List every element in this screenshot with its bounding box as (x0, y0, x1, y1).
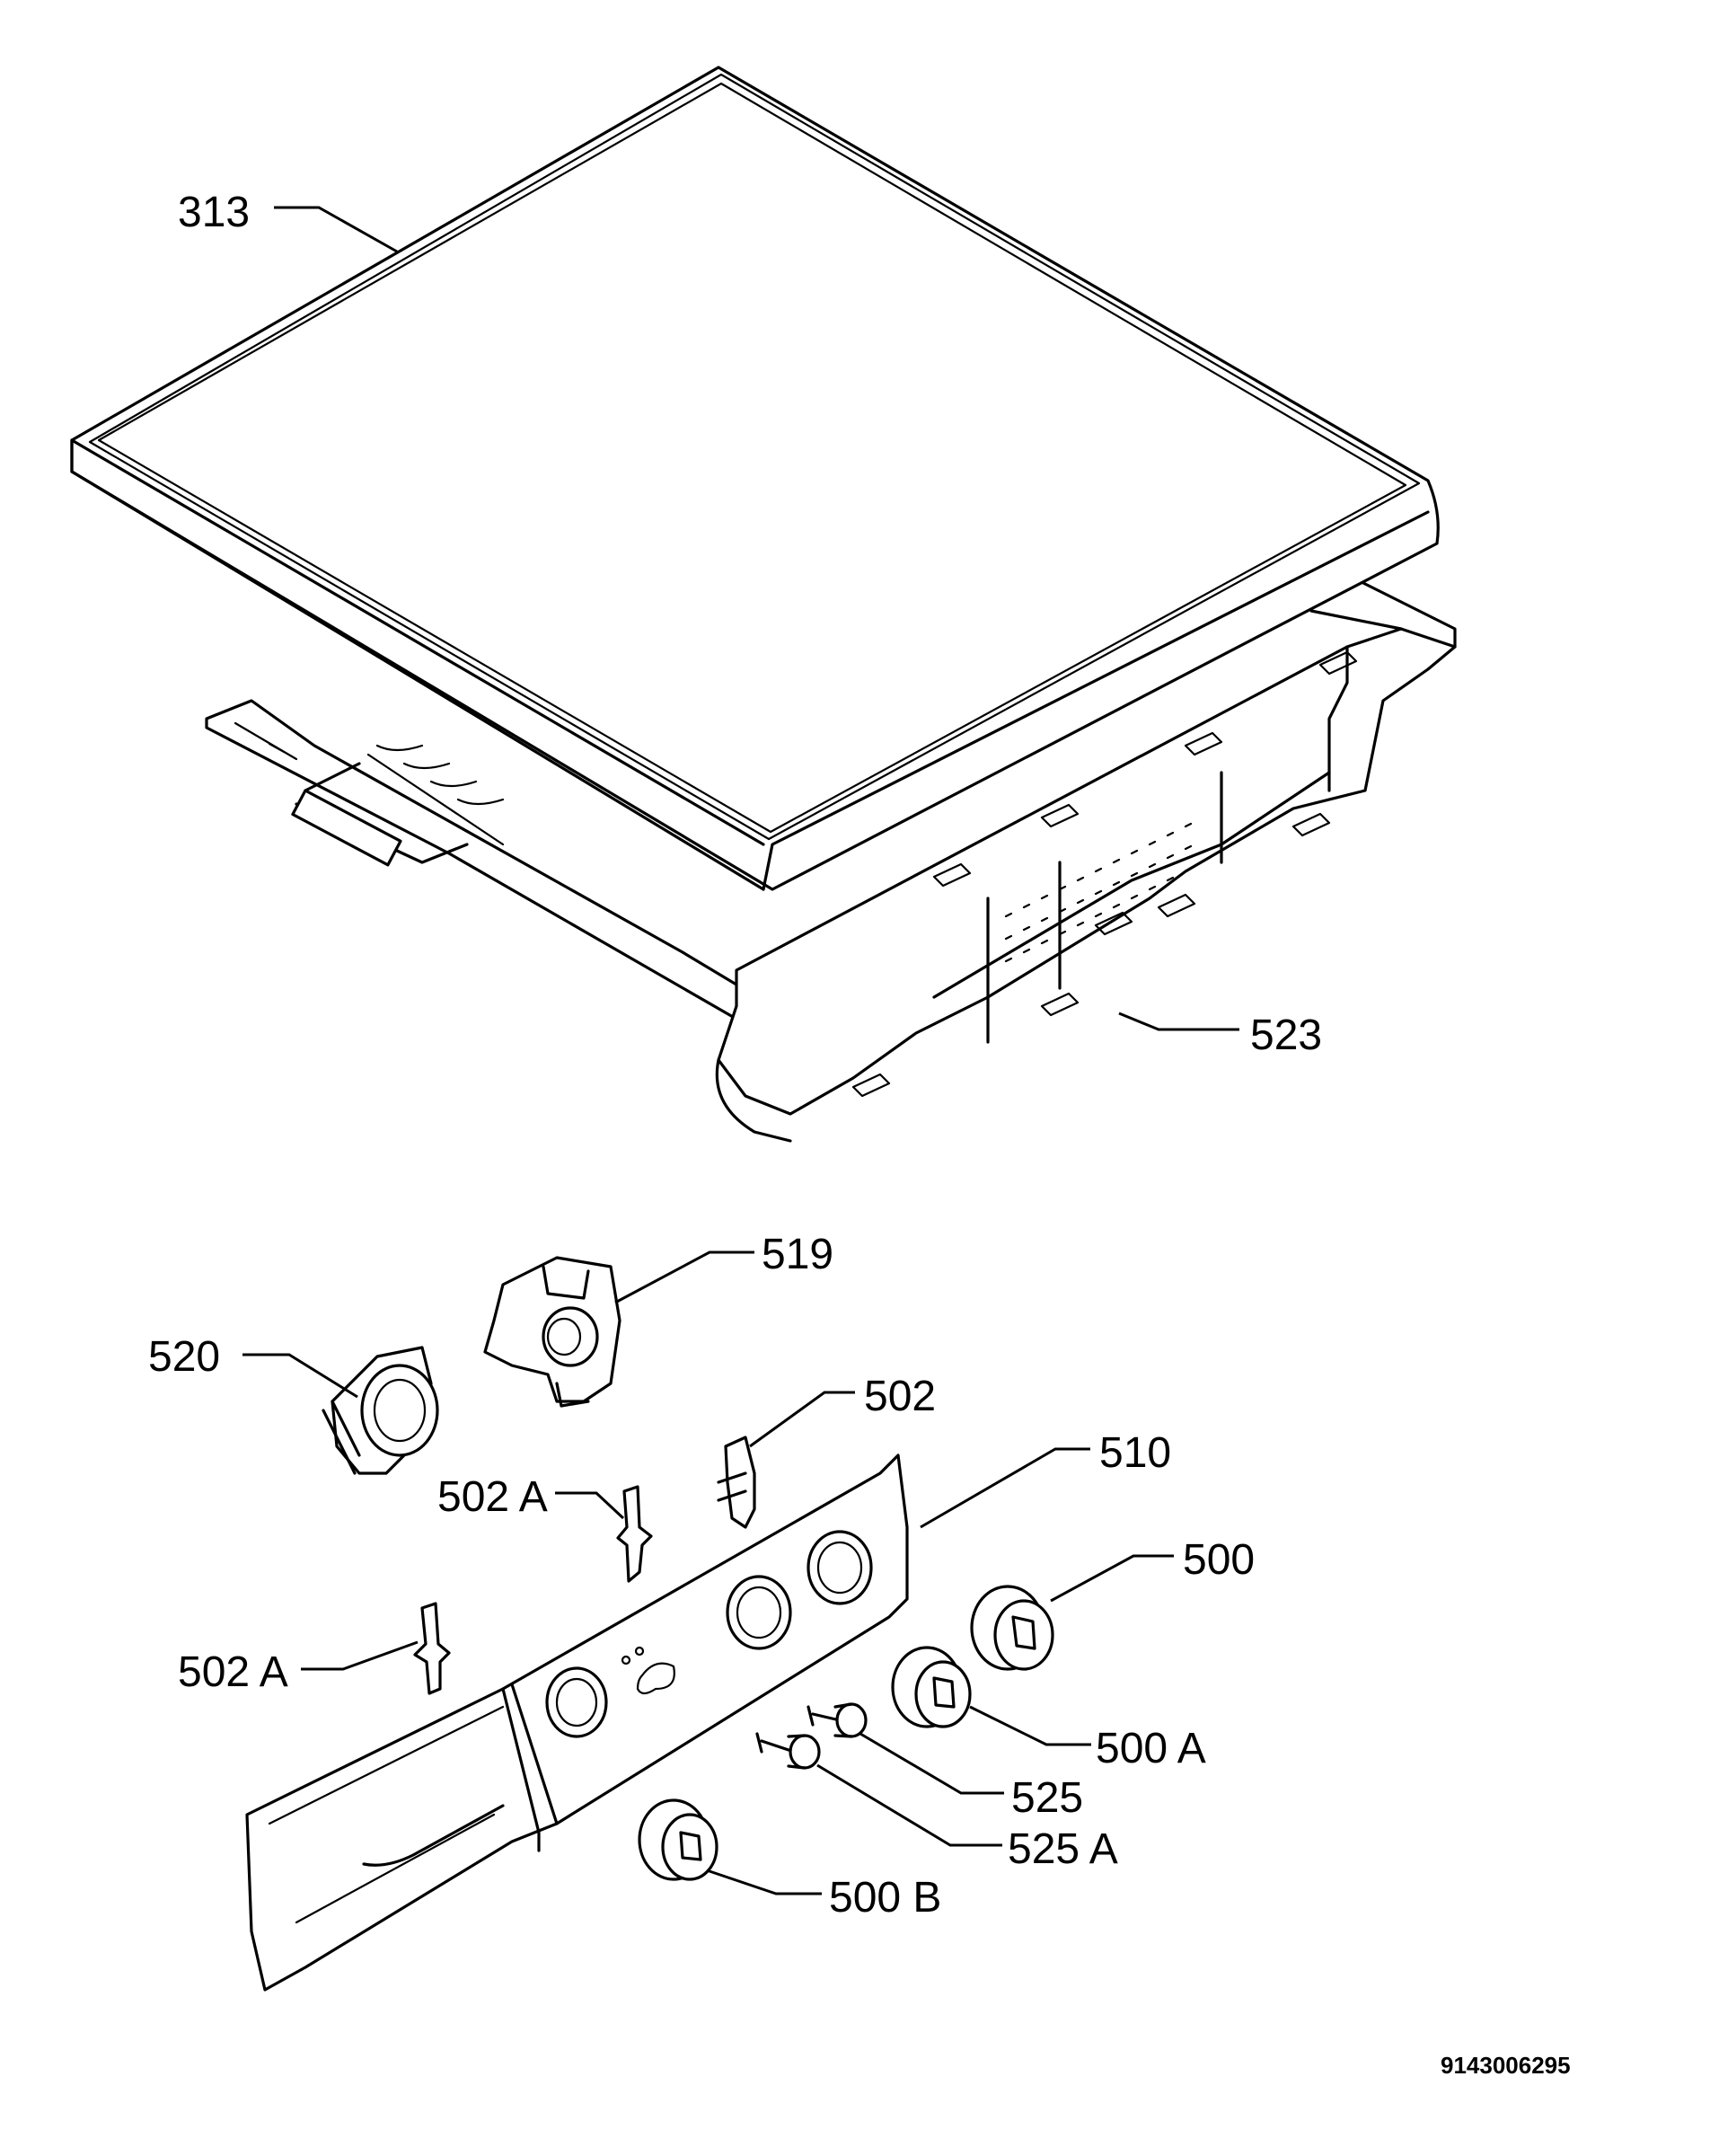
part-502-clip (717, 1436, 756, 1529)
leader-lines (242, 206, 1239, 1895)
label-502a-upper: 502 A (437, 1473, 548, 1521)
label-525a: 525 A (1008, 1825, 1118, 1873)
label-519: 519 (762, 1231, 833, 1278)
part-502a-clip-lower (413, 1602, 451, 1695)
label-502a-lower: 502 A (178, 1648, 288, 1696)
part-520-push-switch (322, 1346, 439, 1475)
part-523-top-frame (205, 573, 1457, 1143)
label-525: 525 (1011, 1774, 1083, 1822)
part-519-selector-housing (483, 1256, 621, 1408)
part-500a-knob (891, 1646, 972, 1728)
label-502: 502 (864, 1373, 936, 1420)
label-500: 500 (1183, 1536, 1255, 1584)
label-500b: 500 B (829, 1874, 941, 1922)
label-520: 520 (148, 1333, 220, 1381)
label-510: 510 (1099, 1429, 1171, 1477)
part-502a-clip-upper (616, 1485, 653, 1583)
vent-holes (1004, 822, 1193, 963)
label-500a: 500 A (1096, 1725, 1206, 1772)
part-500-knob (970, 1585, 1054, 1671)
part-525a-push-button (755, 1732, 821, 1770)
label-313: 313 (178, 189, 250, 236)
document-code: 9143006295 (1441, 2052, 1571, 2079)
callout-labels: 313 523 519 520 502 502 A 510 500 502 A … (148, 189, 1571, 2079)
part-500b-knob (638, 1798, 718, 1881)
part-525-push-button (807, 1702, 868, 1738)
label-523: 523 (1250, 1012, 1322, 1059)
part-510-control-panel (245, 1454, 909, 1992)
part-313-worktop-lid (70, 66, 1440, 891)
